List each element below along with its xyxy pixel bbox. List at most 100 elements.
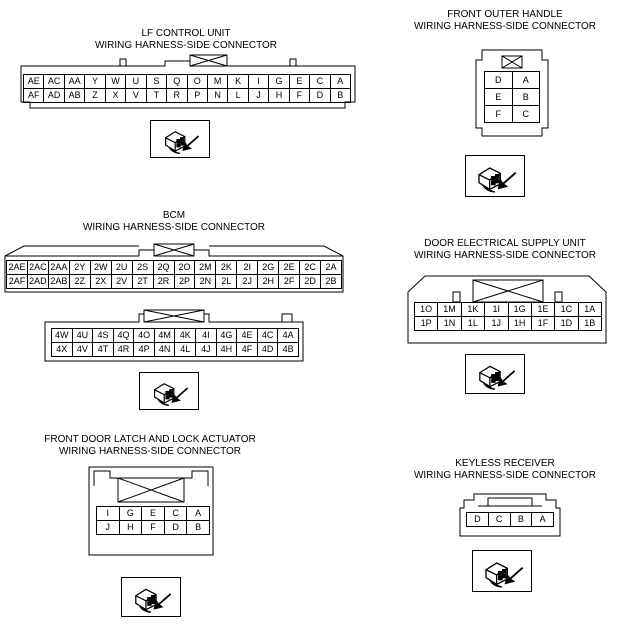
- pin-cell: 2R: [152, 274, 175, 289]
- pin-cell: H: [268, 88, 290, 103]
- pin-cell: 2M: [194, 260, 217, 275]
- pin-cell: 4R: [112, 342, 135, 357]
- door-electrical-supply-subtitle: WIRING HARNESS-SIDE CONNECTOR: [413, 250, 597, 261]
- bcm-connector-arrow-icon: [139, 372, 199, 410]
- pin-cell: 1E: [530, 302, 556, 317]
- pin-cell: 4M: [153, 328, 176, 343]
- pin-cell: 4U: [71, 328, 94, 343]
- pin-cell: 4Q: [112, 328, 135, 343]
- pin-cell: 4H: [215, 342, 238, 357]
- pin-cell: 4P: [133, 342, 155, 357]
- pin-cell: A: [186, 506, 210, 521]
- pin-cell: 2Z: [68, 274, 91, 289]
- lf-control-unit-subtitle: WIRING HARNESS-SIDE CONNECTOR: [94, 40, 278, 51]
- pin-cell: 1C: [554, 302, 579, 317]
- pin-cell: O: [186, 74, 208, 89]
- pin-cell: B: [511, 88, 540, 106]
- pin-cell: F: [484, 105, 513, 123]
- pin-cell: B: [329, 88, 352, 103]
- bcm-subtitle: WIRING HARNESS-SIDE CONNECTOR: [82, 222, 266, 233]
- pin-cell: C: [511, 105, 540, 123]
- pin-cell: E: [484, 88, 513, 106]
- pin-cell: 4S: [92, 328, 114, 343]
- pin-cell: 2D: [299, 274, 322, 289]
- pin-cell: X: [104, 88, 127, 103]
- pin-cell: 1L: [460, 316, 486, 331]
- pin-cell: I: [247, 74, 270, 89]
- door-electrical-supply-connector-arrow-icon: [465, 354, 525, 394]
- pin-cell: 2B: [320, 274, 342, 289]
- pin-cell: 2W: [89, 260, 112, 275]
- pin-cell: A: [531, 512, 554, 527]
- pin-cell: J: [96, 520, 120, 535]
- pin-cell: 2U: [110, 260, 133, 275]
- pin-cell: 2AB: [47, 274, 70, 289]
- pin-cell: AB: [63, 88, 86, 103]
- pin-cell: 4D: [256, 342, 279, 357]
- pin-cell: AC: [43, 74, 65, 89]
- front-door-latch-title: FRONT DOOR LATCH AND LOCK ACTUATOR: [44, 434, 256, 445]
- front-door-latch-subtitle: WIRING HARNESS-SIDE CONNECTOR: [58, 446, 242, 457]
- front-outer-handle-title: FRONT OUTER HANDLE: [447, 9, 563, 20]
- pin-cell: 4K: [174, 328, 197, 343]
- pin-cell: 1B: [577, 316, 603, 331]
- pin-cell: 4V: [71, 342, 94, 357]
- pin-cell: 1J: [484, 316, 509, 331]
- pin-cell: D: [309, 88, 331, 103]
- pin-cell: 2G: [257, 260, 280, 275]
- pin-cell: E: [141, 506, 165, 521]
- lf-control-unit-title: LF CONTROL UNIT: [141, 28, 231, 39]
- pin-cell: W: [104, 74, 127, 89]
- pin-cell: G: [118, 506, 143, 521]
- keyless-receiver-subtitle: WIRING HARNESS-SIDE CONNECTOR: [413, 470, 597, 481]
- pin-cell: 2AA: [47, 260, 70, 275]
- pin-cell: 2F: [278, 274, 301, 289]
- pin-cell: 2J: [236, 274, 259, 289]
- pin-cell: C: [309, 74, 331, 89]
- pin-cell: C: [163, 506, 188, 521]
- pin-cell: K: [227, 74, 249, 89]
- pin-cell: 2N: [194, 274, 217, 289]
- pin-cell: Q: [166, 74, 188, 89]
- lf-connector-arrow-icon: [150, 120, 210, 158]
- pin-cell: F: [141, 520, 165, 535]
- pin-cell: 4F: [236, 342, 258, 357]
- pin-cell: 2E: [278, 260, 301, 275]
- front-door-latch-connector-arrow-icon: [121, 577, 181, 617]
- pin-cell: 1A: [577, 302, 603, 317]
- pin-cell: AE: [22, 74, 45, 89]
- pin-cell: Y: [84, 74, 106, 89]
- pin-cell: 4C: [256, 328, 279, 343]
- pin-cell: 2C: [299, 260, 322, 275]
- pin-cell: G: [268, 74, 290, 89]
- pin-cell: 2K: [215, 260, 238, 275]
- pin-cell: 4B: [277, 342, 299, 357]
- pin-cell: N: [206, 88, 229, 103]
- pin-cell: 4O: [133, 328, 155, 343]
- pin-cell: 2P: [173, 274, 196, 289]
- pin-cell: R: [166, 88, 188, 103]
- pin-cell: AF: [22, 88, 45, 103]
- front-outer-handle-subtitle: WIRING HARNESS-SIDE CONNECTOR: [413, 21, 597, 32]
- pin-cell: B: [186, 520, 210, 535]
- keyless-receiver-connector-arrow-icon: [472, 550, 532, 592]
- pin-cell: 1K: [460, 302, 486, 317]
- pin-cell: 1O: [413, 302, 439, 317]
- pin-cell: 1N: [437, 316, 462, 331]
- pin-cell: 2O: [173, 260, 196, 275]
- pin-cell: AA: [63, 74, 86, 89]
- bcm-title: BCM: [162, 210, 186, 221]
- door-electrical-supply-title: DOOR ELECTRICAL SUPPLY UNIT: [424, 238, 586, 249]
- pin-cell: C: [487, 512, 511, 527]
- pin-cell: H: [118, 520, 143, 535]
- pin-cell: 2H: [257, 274, 280, 289]
- pin-cell: 4J: [195, 342, 217, 357]
- front-outer-handle-connector-arrow-icon: [465, 155, 525, 197]
- pin-cell: 1H: [507, 316, 532, 331]
- pin-cell: 4G: [215, 328, 238, 343]
